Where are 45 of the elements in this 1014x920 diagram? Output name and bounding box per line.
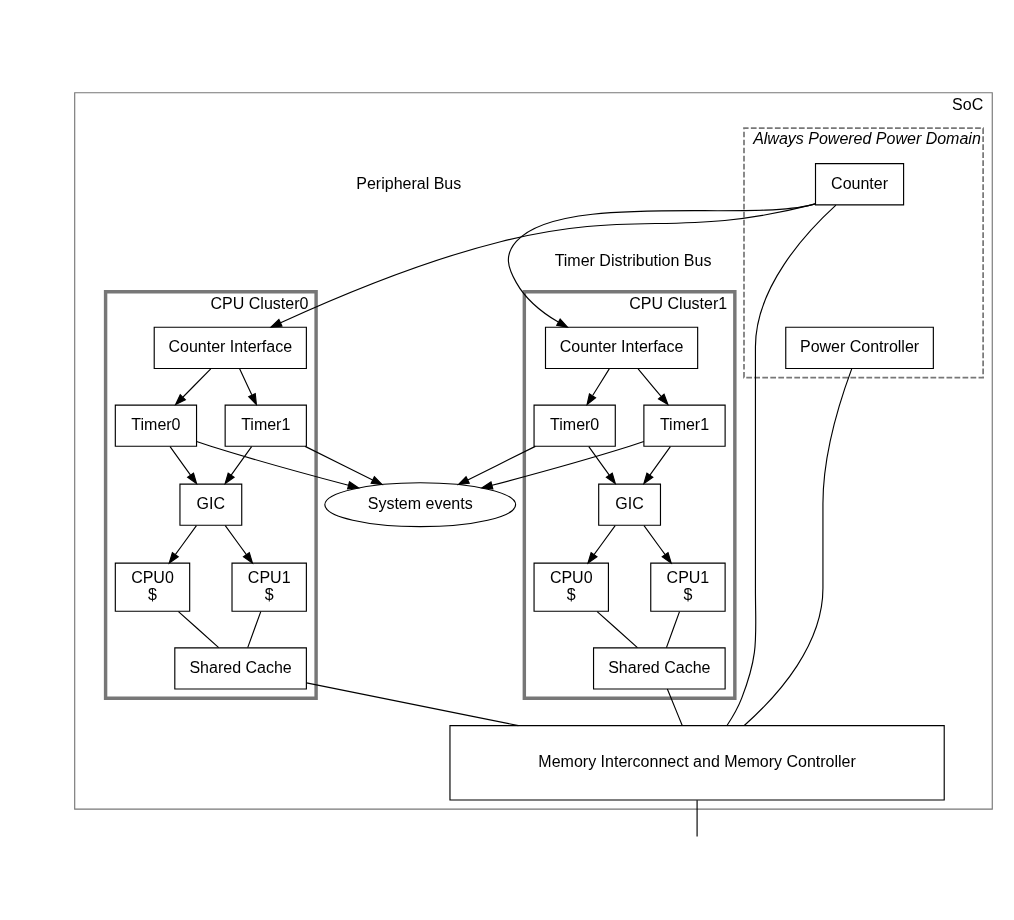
node-box: CPU1 $ — [230, 562, 307, 612]
node-box: CPU1 $ — [649, 562, 726, 612]
arrow — [238, 367, 257, 406]
node-box: Counter Interface — [153, 326, 307, 369]
node-box: Shared Cache — [173, 646, 307, 690]
node-box: Shared Cache — [592, 646, 726, 690]
node-box: CPU0 $ — [532, 562, 609, 612]
arrow — [173, 367, 211, 406]
arrow — [479, 440, 644, 489]
connector — [665, 610, 680, 648]
arrow — [268, 202, 816, 328]
arrow — [642, 445, 671, 485]
connector — [696, 799, 698, 837]
connector — [666, 688, 683, 726]
label: Timer Distribution Bus — [554, 251, 711, 269]
connector — [596, 610, 638, 648]
arrow — [587, 445, 616, 485]
node-box: Timer1 — [224, 404, 307, 447]
arrow — [642, 524, 672, 564]
connector — [725, 204, 836, 726]
arrow — [169, 445, 198, 485]
label: Peripheral Bus — [355, 173, 461, 191]
node-box: Counter Interface — [544, 326, 698, 369]
connector — [743, 367, 852, 726]
arrow — [637, 367, 669, 406]
node-box: Timer0 — [114, 404, 197, 447]
node-box: Memory Interconnect and Memory Controller — [448, 724, 945, 801]
arrow — [167, 524, 197, 564]
connector — [246, 610, 261, 648]
node-box: Power Controller — [784, 326, 934, 369]
arrow — [304, 445, 384, 485]
node-box: Timer1 — [642, 404, 726, 447]
node-box: GIC — [178, 483, 242, 526]
node-box: GIC — [597, 483, 661, 526]
arrow — [586, 524, 616, 564]
node-box: Timer0 — [532, 404, 616, 447]
arrow — [585, 367, 610, 406]
arrow — [456, 445, 536, 485]
node-box: Counter — [814, 162, 904, 205]
node-box: CPU0 $ — [114, 562, 190, 612]
connector — [177, 610, 219, 648]
arrow — [223, 445, 252, 485]
arrow — [224, 524, 253, 564]
arrow — [195, 440, 360, 489]
connector — [305, 681, 519, 726]
